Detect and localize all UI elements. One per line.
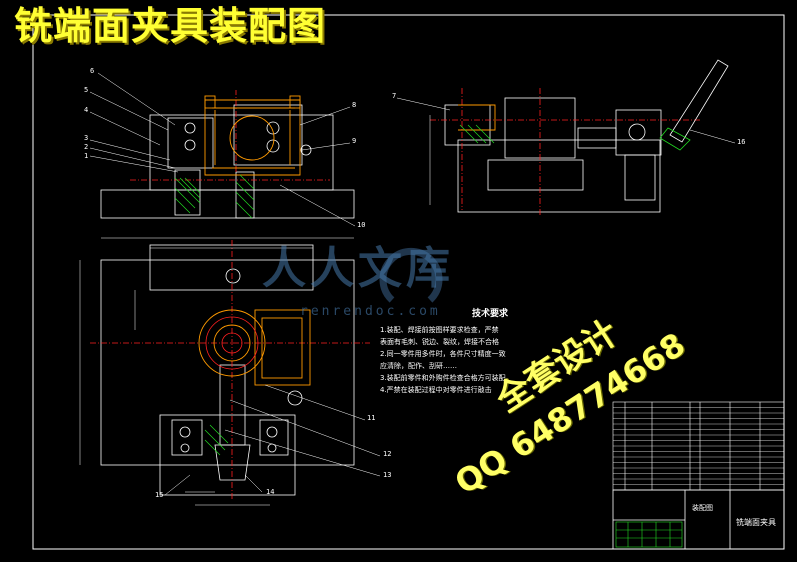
plan-view-red (205, 316, 259, 370)
notes-heading: 技术要求 (471, 309, 508, 319)
notes-line: 表面有毛刺、锐边、裂纹，焊接不合格 (380, 338, 499, 346)
callout-1: 1 (84, 152, 89, 160)
callout-3: 3 (84, 134, 89, 142)
notes-line: 2.同一零件用多件时，各件尺寸精度一致 (380, 350, 506, 358)
callout-13: 13 (383, 471, 392, 479)
notes-line: 应清除，配作、刮研…… (380, 362, 457, 370)
title-block-drawing-name: 铣端面夹具 (736, 518, 776, 527)
callout-16: 16 (737, 138, 746, 146)
callout-12: 12 (383, 450, 392, 458)
side-view-orange (458, 104, 496, 131)
callout-9: 9 (352, 137, 357, 145)
callout-14: 14 (266, 488, 275, 496)
callout-8: 8 (352, 101, 357, 109)
title-block (612, 489, 785, 550)
callout-5: 5 (84, 86, 89, 94)
drawing-title: 铣端面夹具装配图 (14, 4, 327, 48)
plan-view-hatch (204, 424, 229, 456)
plan-view-orange (198, 309, 311, 386)
front-view-hatch (174, 174, 255, 219)
callout-6: 6 (90, 67, 95, 75)
leader-lines (89, 72, 736, 496)
notes-line: 4.严禁在装配过程中对零件进行敲击 (380, 386, 492, 394)
side-view-hatch (459, 124, 495, 144)
watermark-logo: 人人文库 (262, 243, 454, 294)
callout-2: 2 (84, 143, 89, 151)
callout-15: 15 (155, 491, 164, 499)
callout-11: 11 (367, 414, 376, 422)
front-view (100, 90, 355, 219)
notes-line: 1.装配、焊接前按图样要求检查，严禁 (380, 326, 499, 334)
front-view-orange (204, 95, 301, 176)
watermark-url: renrendoc.com (300, 304, 441, 319)
parts-list-rows (613, 407, 784, 485)
notes-line: 3.装配前零件和外购件检查合格方可装配 (380, 374, 506, 382)
title-block-label: 装配图 (692, 504, 713, 512)
technical-notes: 技术要求 1.装配、焊接前按图样要求检查，严禁 表面有毛刺、锐边、裂纹，焊接不合… (380, 308, 600, 396)
callout-10: 10 (357, 221, 366, 229)
callout-4: 4 (84, 106, 89, 114)
watermark-ring (379, 248, 443, 303)
side-view (430, 88, 700, 215)
title-block-grid (615, 521, 683, 548)
dimension-lines (79, 115, 431, 506)
border-frame (32, 14, 785, 550)
milling-cutter (659, 59, 729, 151)
callout-7: 7 (392, 92, 397, 100)
